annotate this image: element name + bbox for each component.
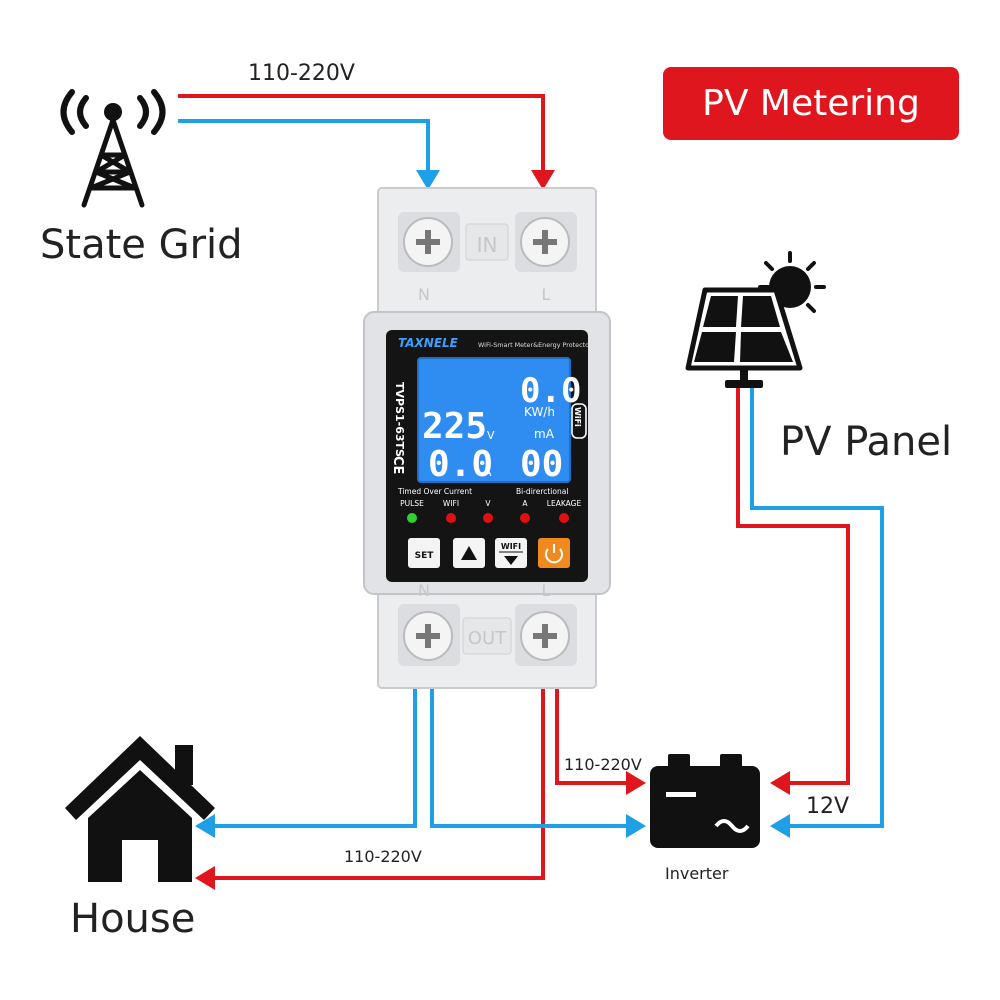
lcd-voltage-value: 225: [422, 406, 487, 447]
inverter-label: Inverter: [665, 864, 729, 883]
power-button[interactable]: [538, 538, 570, 568]
lcd-leak-value: 00: [520, 444, 563, 485]
up-button[interactable]: [453, 538, 485, 568]
grid-live-arrow: [531, 170, 555, 190]
wifi-down-button[interactable]: WIFI: [495, 538, 527, 568]
grid-neutral-arrow: [416, 170, 440, 190]
lcd-current-unit: A: [484, 466, 492, 479]
inverter-voltage-label: 110-220V: [564, 755, 642, 774]
terminal-n-bottom-label: N: [418, 581, 430, 600]
lcd-leak-unit: mA: [534, 427, 555, 441]
house-label: House: [70, 896, 195, 942]
set-button[interactable]: SET: [408, 538, 440, 568]
indicator-heading-left: Timed Over Current: [397, 487, 472, 496]
indicator-label-a: A: [522, 499, 528, 508]
wires: [178, 94, 884, 890]
house-neutral-wire: [215, 688, 417, 828]
lcd-energy-unit: KW/h: [524, 405, 555, 419]
transmission-tower-icon: [60, 89, 166, 208]
led-pulse: [407, 513, 417, 523]
house-neutral-arrow: [195, 814, 215, 838]
terminal-out-label: OUT: [468, 628, 507, 649]
device-subtitle: WiFi-Smart Meter&Energy Protector: [478, 341, 592, 349]
top-voltage-label: 110-220V: [248, 61, 355, 86]
smart-meter-device: IN N L TAXNELE WiFi-Smart Meter&Energy P…: [363, 187, 611, 689]
dc-voltage-label: 12V: [806, 794, 849, 819]
inverter-live-arrow: [626, 771, 646, 795]
pv-metering-badge: PV Metering: [663, 67, 959, 140]
house-icon: [65, 736, 215, 882]
lcd-current-value: 0.0: [428, 444, 493, 485]
terminal-in-label: IN: [477, 233, 498, 257]
terminal-n-top-label: N: [418, 285, 430, 304]
panel-dc-positive-wire: [736, 388, 850, 785]
house-live-arrow: [195, 866, 215, 890]
down-arrow-icon: [504, 556, 518, 565]
brand-label: TAXNELE: [398, 336, 459, 350]
indicator-label-wifi: WIFI: [443, 499, 459, 508]
indicator-label-leakage: LEAKAGE: [547, 499, 582, 508]
lcd-screen: [417, 357, 571, 483]
state-grid-label: State Grid: [40, 222, 243, 268]
led-wifi: [446, 513, 456, 523]
pv-panel-label: PV Panel: [780, 419, 952, 465]
panel-dc-positive-arrow: [770, 771, 790, 795]
battery-inverter-icon: [650, 754, 760, 848]
panel-dc-negative-arrow: [770, 814, 790, 838]
led-v: [483, 513, 493, 523]
indicator-label-pulse: PULSE: [400, 499, 424, 508]
wifi-button-label: WIFI: [501, 542, 521, 551]
inverter-live-wire: [555, 688, 628, 785]
model-label: TVPS1-63TS: [393, 382, 406, 457]
inverter-neutral-arrow: [626, 814, 646, 838]
inverter-neutral-wire: [430, 688, 628, 828]
ce-mark: CE: [390, 456, 405, 474]
grid-neutral-wire: [178, 119, 430, 170]
power-icon: [545, 548, 563, 564]
terminal-l-bottom-label: L: [542, 581, 551, 600]
lcd-voltage-unit: V: [487, 429, 495, 442]
panel-dc-negative-wire: [750, 388, 884, 828]
led-leakage: [559, 513, 569, 523]
bottom-voltage-label: 110-220V: [344, 847, 422, 866]
set-button-label: SET: [415, 551, 435, 561]
terminal-l-top-label: L: [542, 285, 551, 304]
solar-panel-icon: [685, 251, 826, 388]
lcd-energy-value: 0.0: [520, 371, 581, 411]
house-live-wire: [215, 688, 545, 880]
up-arrow-icon: [461, 546, 477, 560]
indicator-heading-right: Bi-direrctional: [516, 487, 568, 496]
wifi-badge: WiFi: [573, 407, 582, 427]
grid-live-wire: [178, 94, 545, 170]
indicator-label-v: V: [485, 499, 491, 508]
led-a: [520, 513, 530, 523]
